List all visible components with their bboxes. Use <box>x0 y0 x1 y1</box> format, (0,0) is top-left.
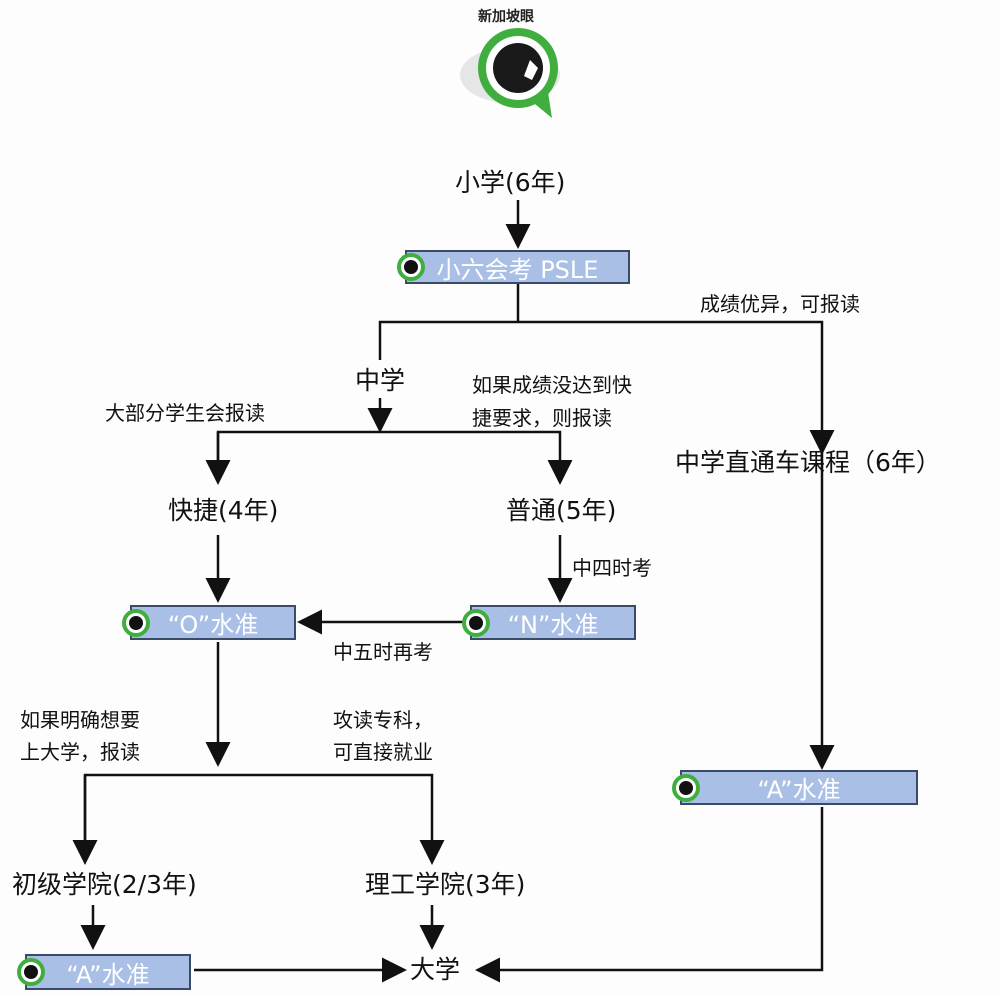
node-o-level: “O”水准 <box>122 605 296 640</box>
eye-badge-icon <box>397 253 425 281</box>
node-psle-label: 小六会考 PSLE <box>436 255 599 284</box>
logo-text: 新加坡眼 <box>478 9 534 25</box>
node-jc: 初级学院(2/3年) <box>12 870 197 899</box>
node-secondary: 中学 <box>355 366 406 395</box>
node-o-level-label: “O”水准 <box>167 611 259 639</box>
label-sec5-retake: 中五时再考 <box>333 640 433 664</box>
node-university: 大学 <box>410 955 461 984</box>
eye-badge-icon <box>462 608 490 637</box>
label-want-uni-2: 上大学，报读 <box>20 740 140 764</box>
eye-badge-icon <box>122 608 150 637</box>
label-excellent: 成绩优异，可报读 <box>700 292 860 316</box>
label-not-meet-2: 捷要求，则报读 <box>472 406 612 430</box>
label-want-uni-1: 如果明确想要 <box>20 708 140 732</box>
label-sec4-exam: 中四时考 <box>572 556 652 580</box>
node-poly: 理工学院(3年) <box>365 870 526 899</box>
logo-icon <box>460 28 560 118</box>
node-a-level-jc: “A”水准 <box>17 954 191 990</box>
node-ip: 中学直通车课程（6年） <box>675 448 941 477</box>
eye-badge-icon <box>672 773 700 802</box>
label-most-students: 大部分学生会报读 <box>105 401 265 425</box>
label-diploma-2: 可直接就业 <box>333 740 433 764</box>
node-a-level-ip: “A”水准 <box>672 770 918 805</box>
label-diploma-1: 攻读专科， <box>333 708 433 732</box>
label-not-meet-1: 如果成绩没达到快 <box>472 373 632 397</box>
node-primary: 小学(6年) <box>455 168 566 197</box>
node-n-level: “N”水准 <box>462 605 636 640</box>
node-a-level-jc-label: “A”水准 <box>66 960 150 989</box>
node-n-level-label: “N”水准 <box>507 611 599 639</box>
node-a-level-ip-label: “A”水准 <box>757 776 841 804</box>
eye-badge-icon <box>17 958 45 986</box>
node-psle: 小六会考 PSLE <box>397 250 630 284</box>
node-express: 快捷(4年) <box>168 496 279 525</box>
node-normal: 普通(5年) <box>506 496 617 525</box>
